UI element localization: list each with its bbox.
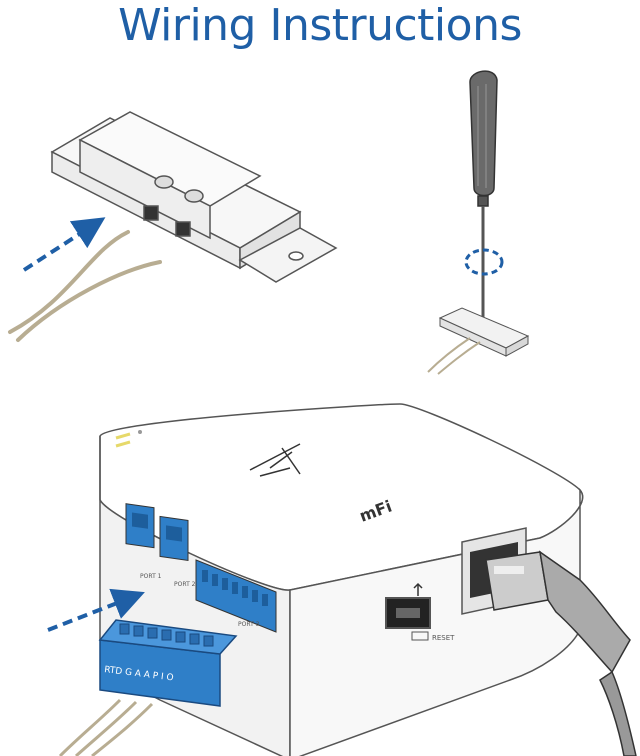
small-wires bbox=[428, 338, 480, 374]
sensor-wires bbox=[10, 232, 160, 340]
removable-terminal-block: RTD G A A P I O bbox=[100, 620, 236, 706]
port-1-label: PORT 1 bbox=[140, 573, 162, 580]
port-2-jack[interactable] bbox=[160, 516, 188, 560]
reset-label: RESET bbox=[432, 634, 455, 642]
port-1-jack[interactable] bbox=[126, 504, 154, 548]
screwdriver bbox=[470, 71, 497, 338]
terminal-wires bbox=[60, 700, 152, 756]
port-3-label: PORT 3 bbox=[238, 621, 260, 628]
usb-port[interactable] bbox=[386, 598, 430, 628]
dashed-arrow-icon bbox=[24, 226, 92, 270]
port-2-label: PORT 2 bbox=[174, 581, 196, 588]
